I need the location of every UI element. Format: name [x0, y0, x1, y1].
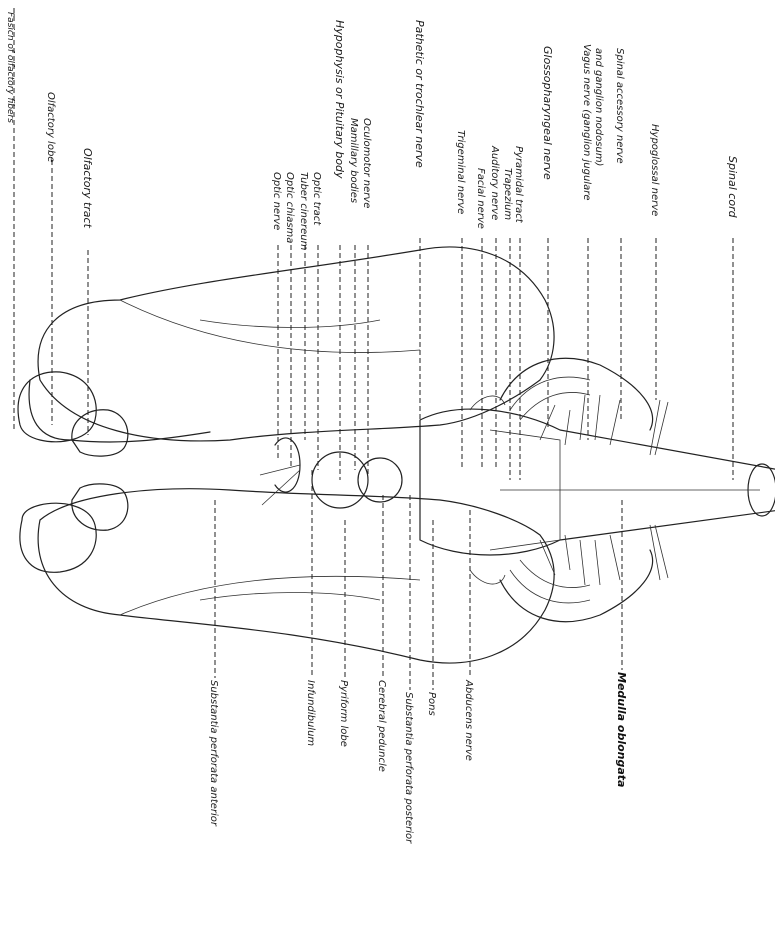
- label-infundibulum: Infundibulum: [305, 680, 316, 746]
- label-auditory-nerve: Auditory nerve: [489, 145, 500, 220]
- label-optic-chiasma: Optic chiasma: [284, 172, 295, 243]
- label-olfactory-fibers: Fasicn of olfactory fibers: [5, 12, 15, 123]
- label-optic-tract: Optic tract: [311, 172, 322, 226]
- label-cerebral-peduncle: Cerebral peduncle: [376, 680, 387, 772]
- label-abducens-nerve: Abducens nerve: [463, 679, 474, 761]
- label-spinal-accessory-nerve: Spinal accessory nerve: [614, 48, 625, 164]
- label-vagus-nerve-2: and ganglion nodosum): [593, 48, 604, 166]
- label-trigeminal-nerve: Trigeminal nerve: [455, 130, 466, 214]
- label-mamillary-bodies: Mamillary bodies: [348, 118, 359, 203]
- label-tuber-cinereum: Tuber cinereum: [298, 172, 309, 251]
- label-medulla-oblongata: Medulla oblongata: [615, 672, 628, 787]
- label-spinal-cord: Spinal cord: [726, 156, 739, 219]
- label-facial-nerve: Facial nerve: [475, 168, 486, 229]
- label-pyriform-lobe: Pyriform lobe: [338, 680, 349, 747]
- label-optic-nerve: Optic nerve: [271, 172, 282, 230]
- labels-bottom: Substantia perforata anterior Infundibul…: [208, 672, 628, 844]
- label-hypophysis: Hypophysis or Pituitary body: [333, 20, 346, 179]
- label-pyramidal-tract: Pyramidal tract: [513, 146, 524, 224]
- label-glossopharyngeal-nerve: Glossopharyngeal nerve: [541, 46, 554, 180]
- label-trapezium: Trapezium: [502, 168, 513, 220]
- brain-outline: [18, 247, 775, 663]
- label-substantia-perforata-anterior: Substantia perforata anterior: [208, 680, 219, 827]
- label-olfactory-tract: Olfactory tract: [81, 148, 94, 229]
- labels-top: Fasicn of olfactory fibers Olfactory lob…: [5, 12, 739, 251]
- label-olfactory-lobe: Olfactory lobe: [45, 92, 56, 162]
- label-oculomotor-nerve: Oculomotor nerve: [361, 118, 372, 208]
- label-pons: Pons: [426, 692, 437, 716]
- label-hypoglossal-nerve: Hypoglossal nerve: [649, 124, 660, 216]
- label-trochlear-nerve: Pathetic or trochlear nerve: [413, 20, 426, 168]
- label-substantia-perforata-posterior: Substantia perforata posterior: [403, 692, 414, 844]
- label-vagus-nerve-1: Vagus nerve (ganglion jugulare: [581, 44, 592, 200]
